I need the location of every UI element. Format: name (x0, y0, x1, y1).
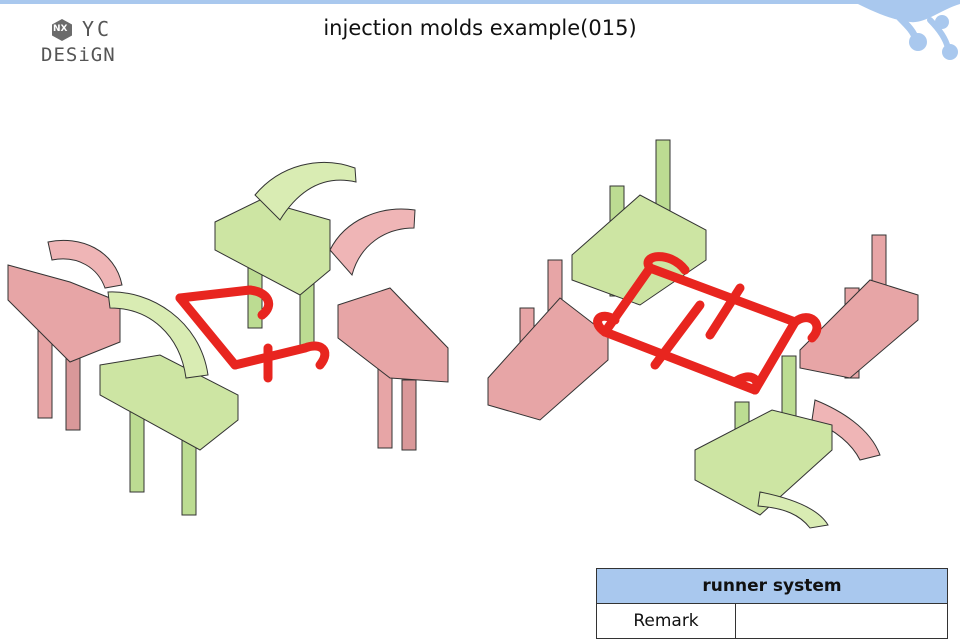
corner-decoration-icon (850, 0, 960, 60)
nx-badge-icon (52, 19, 72, 41)
logo-brand-top: YC (82, 17, 113, 41)
top-accent-bar (0, 0, 960, 4)
right-assembly (487, 139, 919, 529)
left-assembly (7, 161, 449, 516)
right-runner (593, 252, 822, 395)
remark-label: Remark (596, 603, 736, 639)
logo-brand-bottom: DESiGN (41, 44, 116, 66)
remark-table: runner system Remark (596, 568, 948, 639)
company-logo: NX YC DESiGN (40, 14, 140, 70)
page-title: injection molds example(015) (323, 16, 637, 40)
remark-value (735, 603, 948, 639)
logo-badge-text: NX (53, 24, 68, 34)
left-runner (175, 285, 330, 383)
mold-illustration (7, 139, 919, 529)
remark-table-heading: runner system (596, 568, 948, 604)
